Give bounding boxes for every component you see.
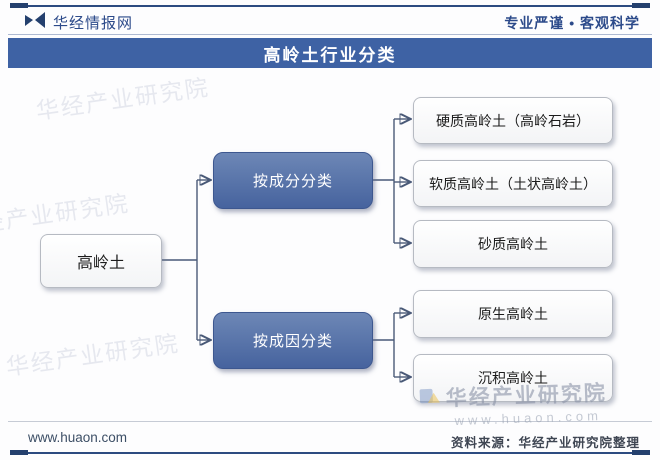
brand-name: 华经情报网 [53, 15, 134, 32]
bottom-accent-line [10, 452, 650, 454]
node-leaf-soft-kaolin: 软质高岭土（土状高岭土） [413, 160, 613, 207]
node-leaf-sedimentary-kaolin: 沉积高岭土 [413, 354, 613, 402]
bottom-accent-cap-right [632, 450, 650, 455]
watermark: 华经产业研究院 [34, 73, 212, 125]
node-leaf-sandy-kaolin: 砂质高岭土 [413, 220, 613, 268]
footer-divider [8, 421, 652, 422]
watermark: 华经产业研究院 [4, 329, 182, 381]
header: 华经情报网 专业严谨 • 客观科学 [0, 8, 660, 34]
top-accent-line [10, 5, 650, 7]
brand: 华经情报网 [24, 11, 133, 34]
watermark-url: www.huaon.com [454, 407, 603, 429]
header-divider [8, 34, 652, 35]
node-branch-genesis: 按成因分类 [213, 312, 373, 369]
title-bar: 高岭土行业分类 [8, 38, 652, 68]
node-root: 高岭土 [40, 234, 162, 288]
footer-source: 资料来源：华经产业研究院整理 [450, 436, 640, 450]
node-leaf-primary-kaolin: 原生高岭土 [413, 290, 613, 338]
footer-website: www.huaon.com [28, 430, 128, 445]
header-slogan: 专业严谨 • 客观科学 [504, 15, 640, 31]
page-title: 高岭土行业分类 [263, 45, 397, 65]
bottom-accent-cap-left [10, 450, 28, 455]
huajing-logo-icon [24, 11, 46, 34]
node-leaf-hard-kaolin: 硬质高岭土（高岭石岩） [413, 97, 613, 144]
top-accent-cap-left [10, 3, 28, 8]
top-accent-cap-right [632, 3, 650, 8]
node-branch-composition: 按成分分类 [213, 152, 373, 209]
